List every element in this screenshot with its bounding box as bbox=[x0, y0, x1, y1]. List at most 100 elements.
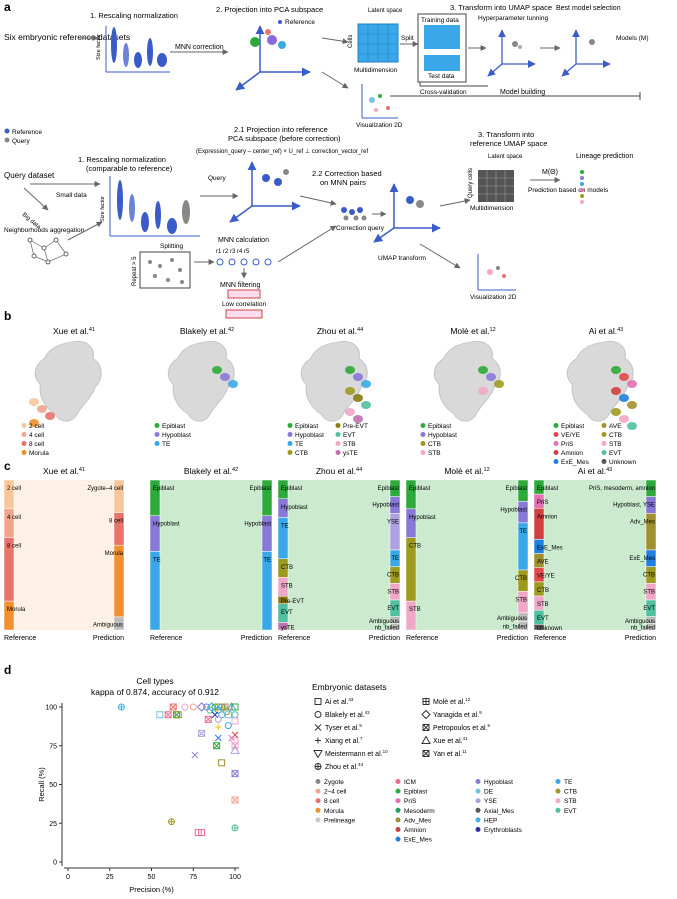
scatter-point bbox=[198, 729, 206, 737]
umap-legend-label: CTB bbox=[428, 441, 441, 448]
umap-cluster bbox=[494, 380, 504, 388]
umap-legend-swatch bbox=[335, 450, 341, 455]
sankey-node-label: TE bbox=[153, 557, 161, 563]
umap-legend-label: Epiblast bbox=[561, 423, 584, 430]
sankey-node-label: EVT bbox=[643, 606, 655, 612]
sankey-node-label: STB bbox=[281, 584, 293, 590]
split-label: Split bbox=[401, 35, 414, 42]
bottom-step1b-label: (comparable to reference) bbox=[86, 164, 173, 173]
scatter-point bbox=[224, 722, 232, 730]
train-test-box: Training data Test data bbox=[417, 13, 467, 83]
umap-legend-label: TE bbox=[295, 441, 304, 448]
umap-legend-swatch bbox=[601, 432, 607, 437]
umap-cluster bbox=[212, 366, 222, 374]
celltype-swatch bbox=[555, 798, 561, 804]
sankey-flow bbox=[416, 480, 518, 630]
umap-cluster bbox=[486, 373, 496, 381]
celltype-swatch bbox=[395, 788, 401, 794]
celltype-swatch bbox=[475, 788, 481, 794]
celltype-label: Morula bbox=[324, 808, 344, 815]
umap-legend-swatch bbox=[287, 441, 293, 446]
umap-legend-label: Hypoblast bbox=[162, 432, 191, 439]
umap-cluster bbox=[361, 380, 371, 388]
umap-cluster bbox=[37, 405, 47, 413]
celltype-label: DE bbox=[484, 789, 494, 796]
sankey-title: Zhou et al.44 bbox=[316, 466, 362, 476]
sankey-node-label: CTB bbox=[387, 573, 399, 579]
size-factor-axis: Size factor bbox=[96, 34, 102, 60]
umap-title: Zhou et al.44 bbox=[317, 326, 363, 336]
dataset-legend-label: Molè et al.12 bbox=[433, 697, 471, 706]
umap-legend-swatch bbox=[420, 423, 426, 428]
umap-legend-swatch bbox=[21, 423, 27, 428]
sankey-node-label: Morula bbox=[105, 551, 124, 557]
lineage-dots bbox=[580, 170, 584, 204]
scatter-point bbox=[213, 742, 221, 750]
umap-legend-label: Morula bbox=[29, 450, 49, 457]
umap-legend-swatch bbox=[335, 441, 341, 446]
query-size-factor-axis: Size factor bbox=[100, 196, 106, 222]
sankey-node-label: CTB bbox=[515, 576, 527, 582]
sankey-panel: Ai et al.43EpiblastPriSAmnionExE_MesAVEV… bbox=[533, 466, 657, 642]
sankey-node-label: CTB bbox=[281, 565, 293, 571]
dataset-legend-marker bbox=[313, 750, 323, 759]
sankey-title: Xue et al.41 bbox=[43, 466, 85, 476]
umap-legend-label: ExE_Mes bbox=[561, 459, 590, 466]
scatter-point bbox=[189, 703, 197, 711]
chart-title: Cell types bbox=[136, 676, 173, 686]
step21a-label: 2.1 Projection into reference bbox=[234, 125, 328, 134]
umap-legend-label: Epiblast bbox=[428, 423, 451, 430]
umap-legend-swatch bbox=[335, 432, 341, 437]
scatter-point bbox=[231, 824, 239, 832]
panel-b-letter: b bbox=[4, 309, 11, 323]
sankey-node-label: 8 cell bbox=[7, 544, 21, 550]
scatter-point bbox=[168, 818, 176, 826]
scatter-point bbox=[206, 702, 217, 712]
sankey-node-label: Unknown bbox=[537, 626, 562, 632]
scatter-point bbox=[231, 770, 239, 778]
datasets-title: Embryonic datasets bbox=[312, 682, 387, 692]
celltype-label: ExE_Mes bbox=[404, 837, 433, 844]
umap-legend-label: Epiblast bbox=[295, 423, 318, 430]
sankey-node-label: Ambiguous bbox=[497, 616, 527, 622]
celltype-swatch bbox=[555, 779, 561, 784]
scatter-point bbox=[169, 703, 177, 711]
latent-grid-bottom: Latent space Query cells Multidimension bbox=[468, 154, 523, 212]
umap-title: Molè et al.12 bbox=[450, 326, 495, 336]
celltype-label: Amnion bbox=[404, 827, 426, 834]
sankey-node bbox=[389, 623, 401, 631]
bottom-step3b-label: reference UMAP space bbox=[470, 139, 547, 148]
sankey-flow bbox=[288, 480, 390, 630]
query-cells-label: Query cells bbox=[468, 168, 474, 198]
scatter-point bbox=[230, 745, 240, 754]
sankey-node bbox=[3, 479, 15, 510]
umap-legend-swatch bbox=[21, 432, 27, 437]
panel-a: a Six embryonic reference datasets 1. Re… bbox=[4, 0, 649, 319]
scatter-point bbox=[215, 724, 222, 731]
scatter-point bbox=[164, 711, 172, 719]
umap-legend-label: Hypoblast bbox=[428, 432, 457, 439]
celltype-swatch bbox=[395, 779, 401, 784]
umap-cluster bbox=[627, 380, 637, 388]
umap-cluster bbox=[619, 373, 629, 381]
sankey-flow bbox=[544, 480, 646, 630]
y-tick-label: 50 bbox=[49, 782, 57, 789]
scatter-point bbox=[218, 711, 226, 719]
neighborhoods-label: Neighborhoods aggregation bbox=[4, 227, 85, 234]
sankey-node-label: STB bbox=[387, 589, 399, 595]
umap-legend-swatch bbox=[553, 423, 559, 428]
lineage-prediction-label: Lineage prediction bbox=[576, 153, 633, 160]
umap-cluster bbox=[353, 373, 363, 381]
umap-legend-swatch bbox=[601, 459, 607, 464]
sankey-node-label: Pre-EVT bbox=[281, 599, 304, 605]
umap-background-cells bbox=[300, 340, 368, 422]
dataset-legend-marker bbox=[314, 763, 322, 770]
model-building-label: Model building bbox=[500, 89, 545, 96]
panel-d: d Cell types kappa of 0.874, accuracy of… bbox=[4, 663, 577, 894]
sankey-node-label: Epiblast bbox=[250, 486, 272, 492]
